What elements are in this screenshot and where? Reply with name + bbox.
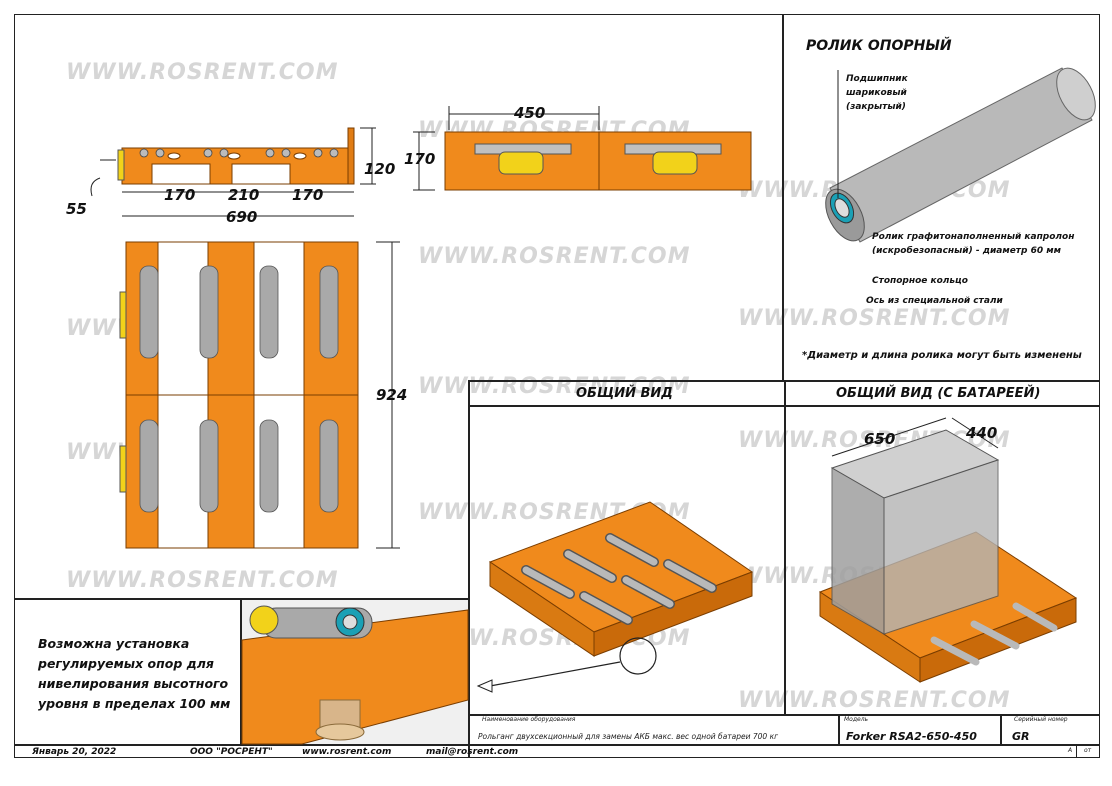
- roller-desc-line1: Ролик графитонаполненный капролон: [872, 232, 1075, 242]
- roller-illustration: [825, 67, 1096, 243]
- watermark: WWW.ROSRENT.COM: [66, 568, 339, 593]
- model-value: Forker RSA2-650-450: [846, 730, 977, 743]
- roller-bearing-line2: шариковый: [846, 88, 907, 98]
- view-general-title: ОБЩИЙ ВИД: [576, 386, 673, 401]
- end-view-drawing: [413, 106, 752, 191]
- divider-right-panel: [782, 14, 784, 380]
- watermark: WWW.ROSRENT.COM: [418, 374, 691, 399]
- divider-sheet-no: [1076, 744, 1077, 758]
- dim-top-width: 450: [514, 104, 546, 122]
- dim-box-length: 650: [864, 430, 896, 448]
- side-elevation-drawing: [90, 127, 376, 217]
- divider-titleblock-top: [468, 714, 1100, 716]
- view-battery-title: ОБЩИЙ ВИД (С БАТАРЕЕЙ): [836, 386, 1041, 401]
- drawing-sheet: [14, 14, 1100, 758]
- divider-titleblock-col2: [1000, 714, 1002, 744]
- footer-mail[interactable]: mail@rosrent.com: [426, 747, 519, 757]
- roller-bearing-line3: (закрытый): [846, 102, 906, 112]
- model-label: Модель: [844, 716, 869, 723]
- footer-company: ООО "РОСРЕНТ": [190, 747, 273, 757]
- dim-segment-1: 170: [164, 186, 196, 204]
- equipment-name-label: Наименование оборудования: [482, 716, 576, 723]
- note-line3: нивелирования высотного: [38, 676, 229, 691]
- equipment-name-value: Рольганг двухсекционный для замены АКБ м…: [478, 732, 779, 741]
- serial-label: Серийный номер: [1014, 716, 1068, 723]
- general-view-illustration: [476, 501, 754, 693]
- roller-ring: Стопорное кольцо: [872, 276, 968, 286]
- note-line1: Возможна установка: [38, 636, 190, 651]
- sheet-a: А: [1068, 747, 1073, 754]
- footer-site[interactable]: www.rosrent.com: [302, 747, 392, 757]
- divider-footer: [14, 744, 1100, 746]
- dim-top-height: 170: [404, 150, 436, 168]
- dim-total-width: 690: [226, 208, 258, 226]
- divider-titleblock-col1: [838, 714, 840, 744]
- roller-desc-line2: (искробезопасный) - диаметр 60 мм: [872, 246, 1061, 256]
- serial-value: GR: [1012, 730, 1030, 743]
- adjustable-foot-detail: [241, 600, 469, 745]
- watermark: WWW.ROSRENT.COM: [418, 244, 691, 269]
- dim-segment-3: 170: [292, 186, 324, 204]
- footer-date: Январь 20, 2022: [32, 747, 117, 757]
- dim-side-left: 55: [66, 200, 87, 218]
- battery-view-illustration: [818, 417, 1078, 683]
- sheet-of: от: [1084, 747, 1092, 754]
- note-line4: уровня в пределах 100 мм: [38, 696, 231, 711]
- dim-box-width: 440: [966, 424, 998, 442]
- divider-note-right: [240, 598, 242, 744]
- note-line2: регулируемых опор для: [38, 656, 214, 671]
- divider-views-middle: [784, 380, 786, 714]
- roller-title: РОЛИК ОПОРНЫЙ: [806, 38, 952, 54]
- dim-side-height: 120: [364, 160, 396, 178]
- roller-footnote: *Диаметр и длина ролика могут быть измен…: [802, 350, 1082, 361]
- divider-views-left: [468, 380, 470, 758]
- roller-bearing-line1: Подшипник: [846, 74, 908, 84]
- watermark: WWW.ROSRENT.COM: [66, 60, 339, 85]
- dim-plan-length: 924: [376, 386, 408, 404]
- dim-segment-2: 210: [228, 186, 260, 204]
- watermark: WWW.ROSRENT.COM: [738, 306, 1011, 331]
- roller-axle: Ось из специальной стали: [866, 296, 1003, 306]
- plan-view-drawing: [119, 241, 400, 549]
- watermark: WWW.ROSRENT.COM: [738, 688, 1011, 713]
